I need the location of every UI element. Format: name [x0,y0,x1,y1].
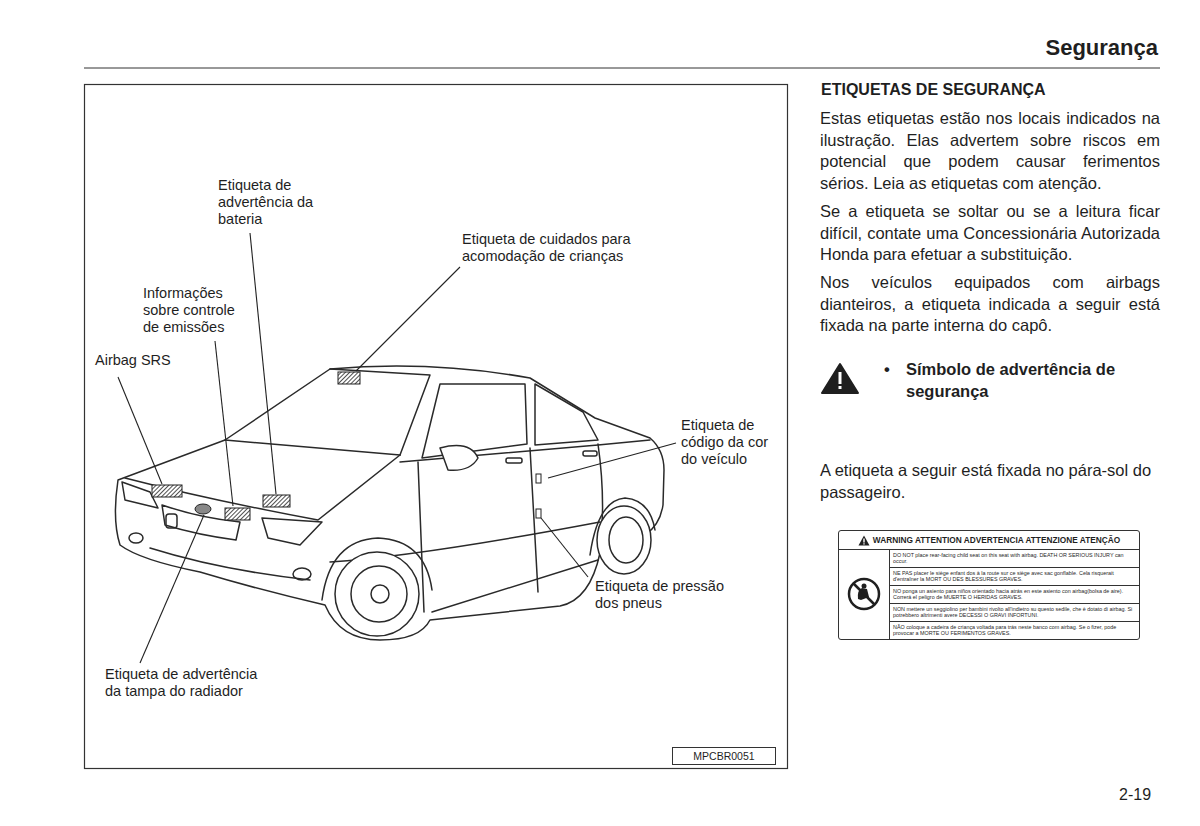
rear-door-edge [530,448,538,592]
exclamation [863,538,864,542]
sticker-text: NÃO coloque a cadeira de criança voltada… [890,622,1139,639]
body-paragraph: Estas etiquetas estão nos locais indicad… [820,108,1160,194]
leader-line [548,443,676,478]
front-rim [351,566,407,622]
callout-label: Airbag SRS [95,352,195,369]
car-drawing [115,366,664,640]
sticker-header: WARNING ATTENTION ADVERTENCIA ATTENZIONE… [839,531,1139,550]
sticker-text: NON mettere un seggiolino per bambini ri… [890,604,1139,622]
headlight [262,518,322,545]
rear-wheel [597,506,651,574]
leader-line [215,341,233,506]
symbol-caption: Símbolo de advertência de segurança [906,359,1160,402]
section-heading: ETIQUETAS DE SEGURANÇA [821,80,1161,100]
radiator-cap [195,504,211,514]
warning-sticker: WARNING ATTENTION ADVERTENCIA ATTENZIONE… [838,530,1140,640]
callout-label: Etiqueta de pressão dos pneus [595,578,737,612]
sticker-text: NE PAS placer le siège enfant dos à la r… [890,568,1139,586]
page-number: 2-19 [1119,785,1179,805]
exclamation [839,372,842,384]
body-paragraph: Se a etiqueta se soltar ou se a leitura … [820,201,1160,266]
windshield-frame [330,369,430,455]
label-spot [263,495,290,507]
leader-line [541,518,588,577]
figure-frame [85,85,788,769]
prohibition-slash [854,584,875,605]
side-mirror [440,446,478,471]
sticker-icon-cell [839,550,890,639]
hood-edge [125,455,400,520]
callout-label: Etiqueta de código da cor do veículo [681,417,783,468]
no-child-seat-icon [847,577,881,611]
door-handle [583,451,597,456]
sill-line [432,560,598,612]
figure-code: MPCBR0051 [677,749,771,763]
safety-symbol [822,364,858,393]
body-paragraph: Nos veículos equipados com airbags diant… [820,272,1160,337]
callout-label: Etiqueta de cuidados para acomodação de … [462,231,652,265]
door-handle [506,458,522,463]
prohibition-circle [849,579,879,609]
exclamation-dot [839,386,842,389]
rear-side-window [535,384,598,445]
sticker-body: DO NOT place rear-facing child seat on t… [839,550,1139,639]
front-wheel [335,552,419,636]
callout-label: Informações sobre controle de emissões [143,285,249,336]
warning-triangle [822,364,858,393]
sticker-text-column: DO NOT place rear-facing child seat on t… [890,550,1139,639]
logo [166,514,177,528]
callout-label: Etiqueta de advertência da tampa do radi… [105,666,273,700]
page-header: Segurança [1046,35,1159,61]
car-body [115,366,664,640]
rear-rim [609,517,643,563]
label-spots [152,372,541,520]
label-spot [225,508,250,520]
front-hub [371,585,389,603]
sticker-text: NO ponga un asiento para niños orientado… [890,586,1139,604]
bullet: • [884,359,898,381]
callout-label: Etiqueta de advertência da bateria [218,177,326,228]
leader-line [140,515,204,663]
exclamation-dot [863,543,864,544]
warning-triangle [858,535,869,545]
fog-light [129,533,143,543]
leader-line [118,377,162,484]
label-spot [536,509,541,518]
fog-light [293,568,311,580]
sticker-text: DO NOT place rear-facing child seat on t… [890,550,1139,568]
leader-line [356,267,460,371]
leader-line [250,233,276,494]
leader-lines [118,233,676,663]
header-rule [84,68,1160,69]
sticker-heading: WARNING ATTENTION ADVERTENCIA ATTENZIONE… [873,534,1120,546]
bumper-line [150,548,310,580]
belt-line [400,440,650,462]
label-spot [338,372,360,384]
body-paragraph: A etiqueta a seguir está fixada no pára-… [820,460,1160,503]
label-spot [152,485,182,497]
label-spot [536,474,541,483]
warning-icon [858,535,870,546]
child-head [862,584,867,589]
figure-code-box: MPCBR0051 [672,747,776,765]
front-side-window [422,384,527,458]
windshield-base [225,440,400,455]
